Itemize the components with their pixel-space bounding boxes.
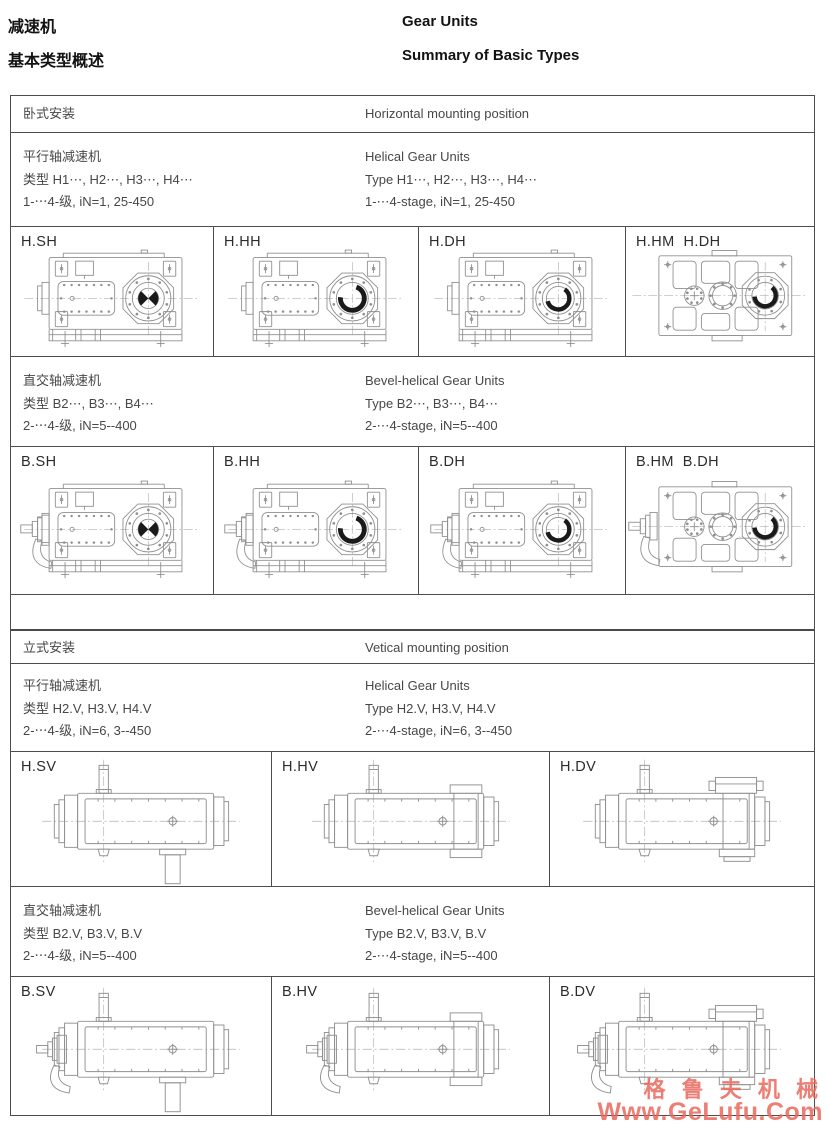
row-vertical-mounting: 立式安装 Vetical mounting position <box>11 629 814 663</box>
model-label: H.SH <box>21 234 58 250</box>
text-line: 类型 H1⋯, H2⋯, H3⋯, H4⋯ <box>23 171 193 187</box>
text-line: 2-⋯4-级, iN=5--400 <box>23 418 137 433</box>
model-label: H.DV <box>560 759 597 775</box>
text-line: 平行轴减速机 <box>23 678 102 693</box>
page-title-en: Gear Units <box>402 13 478 30</box>
gear-unit-drawing-h-sh <box>11 227 213 356</box>
text-line: Bevel-helical Gear Units <box>365 373 505 388</box>
page-subtitle-en: Summary of Basic Types <box>402 47 580 64</box>
model-label: B.DV <box>560 984 596 1000</box>
cell-b-hm-b-dh: B.HM B.DH <box>625 447 814 594</box>
v-helical-info-en: Helical Gear Units Type H2.V, H3.V, H4.V… <box>365 664 814 751</box>
row-horizontal-mounting: 卧式安装 Horizontal mounting position <box>11 96 814 132</box>
cell-b-sv: B.SV <box>11 977 271 1115</box>
model-label: H.HM H.DH <box>636 234 721 250</box>
watermark: 格 鲁 夫 机 械 Www.GeLufu.Com <box>597 1077 824 1126</box>
cell-h-sh: H.SH <box>11 227 213 356</box>
page-title-zh: 减速机 <box>8 19 57 36</box>
text-line: 2-⋯4-stage, iN=5--400 <box>365 948 498 963</box>
text-line: 1-⋯4-级, iN=1, 25-450 <box>23 194 155 209</box>
h-bevel-info-zh: 直交轴减速机 类型 B2⋯, B3⋯, B4⋯ 2-⋯4-级, iN=5--40… <box>11 357 365 446</box>
v-helical-info-zh: 平行轴减速机 类型 H2.V, H3.V, H4.V 2-⋯4-级, iN=6,… <box>11 664 365 751</box>
row-spacer <box>11 594 814 629</box>
gear-unit-drawing-h-sv <box>11 752 271 886</box>
text-line: 类型 B2⋯, B3⋯, B4⋯ <box>23 395 154 411</box>
text-line: Type B2⋯, B3⋯, B4⋯ <box>365 395 498 411</box>
model-label: H.SV <box>21 759 57 775</box>
row-h-helical-models: H.SH H.HH H.DH H.HM H.DH <box>11 226 814 356</box>
cell-b-hv: B.HV <box>271 977 549 1115</box>
model-label: B.DH <box>429 454 466 470</box>
text-line: 平行轴减速机 <box>23 149 102 164</box>
cell-h-sv: H.SV <box>11 752 271 886</box>
cell-b-dh: B.DH <box>418 447 625 594</box>
horizontal-mounting-zh: 卧式安装 <box>23 106 76 121</box>
model-label: H.HH <box>224 234 262 250</box>
h-helical-info-zh: 平行轴减速机 类型 H1⋯, H2⋯, H3⋯, H4⋯ 1-⋯4-级, iN=… <box>11 133 365 226</box>
cell-h-hh: H.HH <box>213 227 418 356</box>
cell-b-dv: B.DV <box>549 977 814 1115</box>
v-bevel-info-zh: 直交轴减速机 类型 B2.V, B3.V, B.V 2-⋯4-级, iN=5--… <box>11 887 365 976</box>
cell-h-dv: H.DV <box>549 752 814 886</box>
gear-unit-drawing-h-hh <box>214 227 418 356</box>
text-line: 2-⋯4-stage, iN=5--400 <box>365 418 498 433</box>
gear-unit-drawing-b-dh <box>419 447 625 594</box>
gear-unit-drawing-h-dh <box>419 227 625 356</box>
model-label: B.HH <box>224 454 261 470</box>
gear-unit-drawing-b-sv <box>11 977 271 1115</box>
cell-h-hm-h-dh: H.HM H.DH <box>625 227 814 356</box>
text-line: Helical Gear Units <box>365 678 470 693</box>
cell-h-hv: H.HV <box>271 752 549 886</box>
model-label: B.HM B.DH <box>636 454 719 470</box>
text-line: 直交轴减速机 <box>23 373 102 388</box>
model-label: H.HV <box>282 759 319 775</box>
gear-unit-drawing-b-dv <box>550 977 814 1115</box>
text-line: 2-⋯4-stage, iN=6, 3--450 <box>365 723 513 738</box>
row-h-bevel-info: 直交轴减速机 类型 B2⋯, B3⋯, B4⋯ 2-⋯4-级, iN=5--40… <box>11 356 814 446</box>
text-line: Helical Gear Units <box>365 149 470 164</box>
gear-unit-drawing-h-hm <box>626 227 814 356</box>
text-line: Bevel-helical Gear Units <box>365 903 505 918</box>
text-line: Type H2.V, H3.V, H4.V <box>365 700 496 716</box>
gear-unit-drawing-h-hv <box>272 752 549 886</box>
text-line: Type B2.V, B3.V, B.V <box>365 925 487 941</box>
gear-unit-drawing-b-sh <box>11 447 213 594</box>
text-line: 类型 B2.V, B3.V, B.V <box>23 925 142 941</box>
gear-units-table: 卧式安装 Horizontal mounting position 平行轴减速机… <box>10 95 815 1116</box>
v-bevel-info-en: Bevel-helical Gear Units Type B2.V, B3.V… <box>365 887 814 976</box>
text-line: 1-⋯4-stage, iN=1, 25-450 <box>365 194 515 209</box>
text-line: 2-⋯4-级, iN=6, 3--450 <box>23 723 152 738</box>
gear-unit-drawing-b-hm <box>626 447 814 594</box>
vertical-mounting-en: Vetical mounting position <box>365 640 509 655</box>
model-label: H.DH <box>429 234 467 250</box>
model-label: B.SV <box>21 984 56 1000</box>
vertical-mounting-zh: 立式安装 <box>23 640 76 655</box>
gear-unit-drawing-b-hh <box>214 447 418 594</box>
text-line: 直交轴减速机 <box>23 903 102 918</box>
text-line: 2-⋯4-级, iN=5--400 <box>23 948 137 963</box>
text-line: 类型 H2.V, H3.V, H4.V <box>23 700 152 716</box>
row-v-bevel-info: 直交轴减速机 类型 B2.V, B3.V, B.V 2-⋯4-级, iN=5--… <box>11 886 814 976</box>
row-v-helical-models: H.SV H.HV H.DV <box>11 751 814 886</box>
row-v-helical-info: 平行轴减速机 类型 H2.V, H3.V, H4.V 2-⋯4-级, iN=6,… <box>11 663 814 751</box>
row-h-helical-info: 平行轴减速机 类型 H1⋯, H2⋯, H3⋯, H4⋯ 1-⋯4-级, iN=… <box>11 132 814 226</box>
gear-unit-drawing-h-dv <box>550 752 814 886</box>
watermark-url: Www.GeLufu.Com <box>597 1098 823 1126</box>
cell-b-hh: B.HH <box>213 447 418 594</box>
row-v-bevel-models: B.SV B.HV B.DV <box>11 976 814 1115</box>
watermark-company: 格 鲁 夫 机 械 <box>643 1077 823 1102</box>
page-subtitle-zh: 基本类型概述 <box>8 53 105 70</box>
cell-b-sh: B.SH <box>11 447 213 594</box>
model-label: B.HV <box>282 984 318 1000</box>
model-label: B.SH <box>21 454 57 470</box>
text-line: Type H1⋯, H2⋯, H3⋯, H4⋯ <box>365 171 537 187</box>
row-h-bevel-models: B.SH B.HH B.DH B.HM B.DH <box>11 446 814 594</box>
cell-h-dh: H.DH <box>418 227 625 356</box>
gear-unit-drawing-b-hv <box>272 977 549 1115</box>
horizontal-mounting-en: Horizontal mounting position <box>365 106 530 121</box>
h-bevel-info-en: Bevel-helical Gear Units Type B2⋯, B3⋯, … <box>365 357 814 446</box>
h-helical-info-en: Helical Gear Units Type H1⋯, H2⋯, H3⋯, H… <box>365 133 814 226</box>
